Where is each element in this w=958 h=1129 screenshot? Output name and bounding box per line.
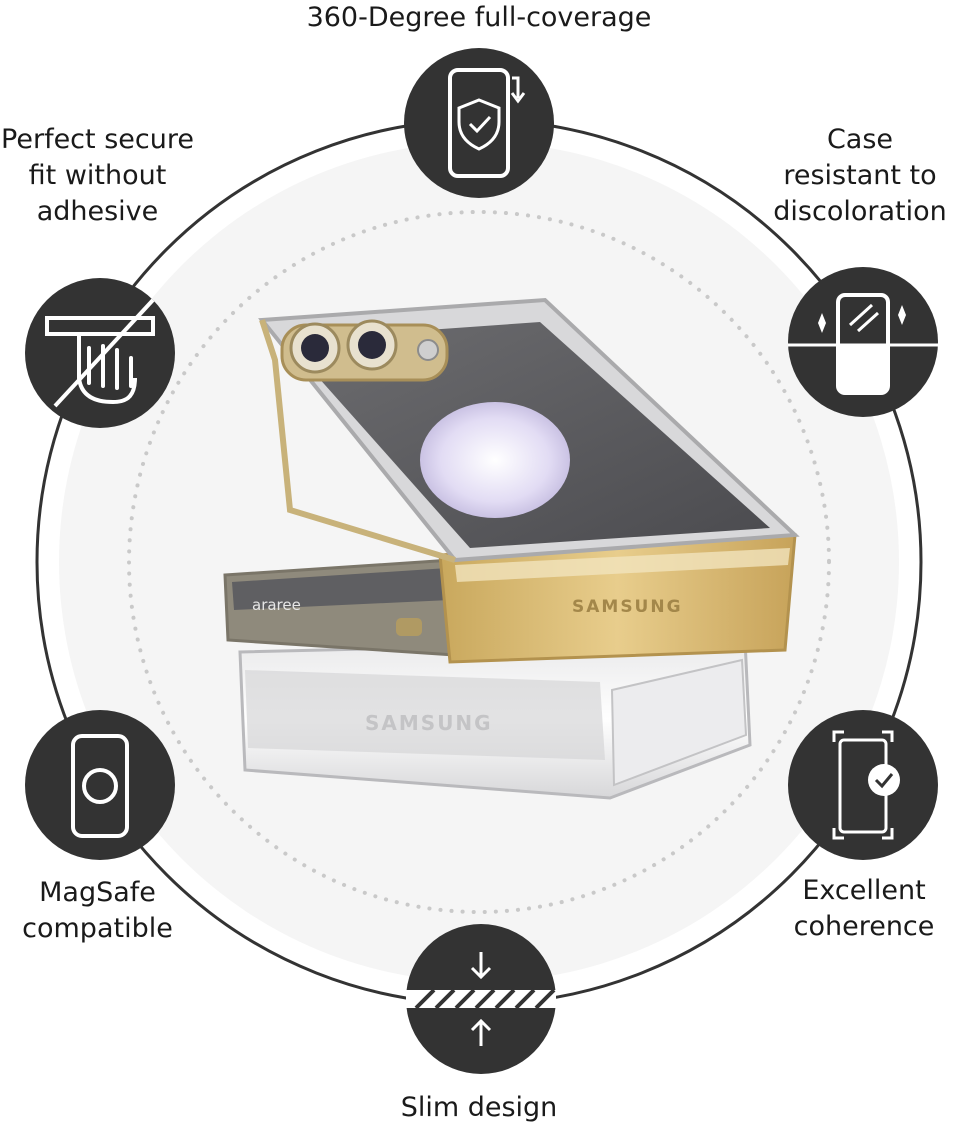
feature-label-line: resistant to [783, 160, 937, 191]
hinge-button [396, 618, 422, 636]
phone-check-icon [788, 710, 938, 860]
feature-label-line: MagSafe [39, 877, 156, 908]
feature-label-line: Perfect secure [1, 124, 194, 155]
feature-label-line: Excellent [802, 875, 926, 906]
feature-label-line: compatible [22, 913, 173, 944]
feature-label-discoloration: Case resistant to discoloration [762, 122, 958, 230]
cover-screen [420, 402, 570, 518]
phone-shield-rotate-icon [404, 48, 554, 198]
magsafe-ring-icon [25, 710, 175, 860]
feature-label-secure-fit: Perfect secure fit without adhesive [0, 122, 195, 230]
anti-yellowing-case-icon [788, 267, 938, 417]
back-brand-text: SAMSUNG [365, 711, 493, 735]
feature-label-line: Case [826, 124, 894, 155]
dotted-ring [127, 210, 831, 914]
lower-phone: SAMSUNG [238, 638, 752, 800]
camera-flash [417, 339, 439, 361]
flip-cover [258, 297, 800, 563]
feature-label-line: adhesive [36, 196, 159, 227]
no-adhesive-hand-icon [25, 278, 175, 428]
feature-label-line: coherence [793, 911, 935, 942]
feature-label-slim-design: Slim design [400, 1092, 558, 1123]
case-brand-mark: araree [252, 596, 301, 614]
feature-label-line: discoloration [773, 196, 947, 227]
camera-module [280, 319, 449, 382]
slim-layer-icon [406, 924, 556, 1074]
feature-label-coherence: Excellent coherence [770, 873, 958, 945]
feature-label-360-coverage: 360-Degree full-coverage [306, 2, 652, 33]
front-brand-text: SAMSUNG [572, 597, 683, 617]
feature-label-line: fit without [28, 160, 167, 191]
feature-label-magsafe: MagSafe compatible [0, 875, 195, 947]
